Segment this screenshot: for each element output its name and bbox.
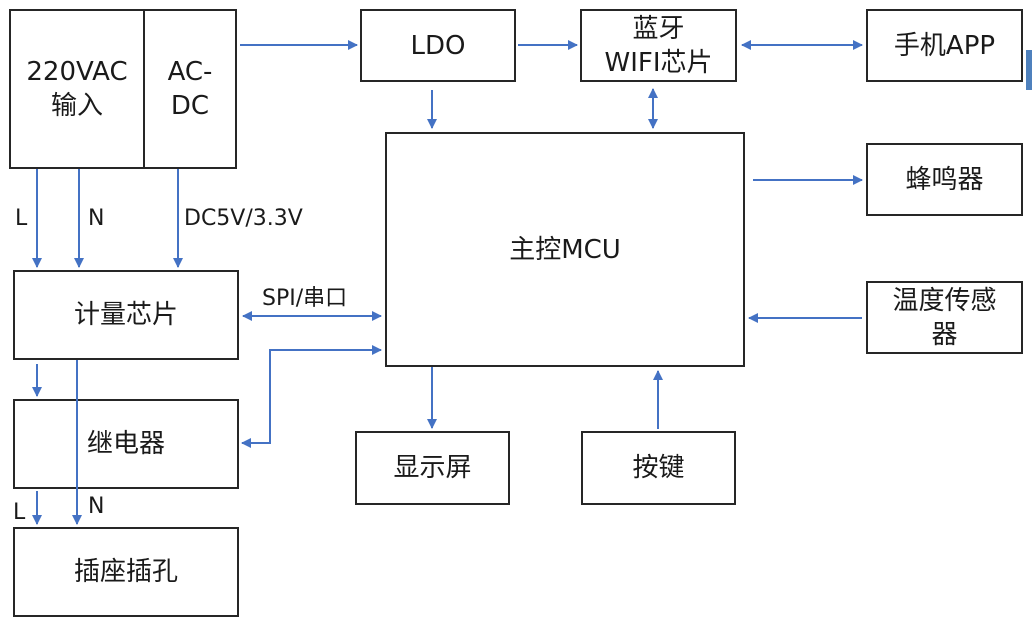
temp-sensor-block: 温度传感 器 xyxy=(866,281,1023,354)
buzzer-block: 蜂鸣器 xyxy=(866,143,1023,216)
keys-block: 按键 xyxy=(581,431,736,505)
display-block: 显示屏 xyxy=(355,431,510,505)
label-l-top: L xyxy=(15,206,28,231)
label-spi-uart: SPI/串口 xyxy=(262,286,348,311)
bt-wifi-block: 蓝牙 WIFI芯片 xyxy=(580,9,737,82)
mcu-block: 主控MCU xyxy=(385,132,745,367)
phone-app-block: 手机APP xyxy=(866,9,1023,82)
label-n-bottom: N xyxy=(88,494,105,519)
wire-mcu-to-relay xyxy=(241,345,382,448)
label-l-bottom: L xyxy=(13,500,26,525)
ac-input-block: 220VAC 输入 xyxy=(9,9,145,169)
label-dc-output: DC5V/3.3V xyxy=(184,206,303,231)
metering-chip-block: 计量芯片 xyxy=(13,270,239,360)
socket-block: 插座插孔 xyxy=(13,527,239,617)
label-n-top: N xyxy=(88,206,105,231)
relay-block: 继电器 xyxy=(13,399,239,489)
edge-decoration xyxy=(1026,50,1032,90)
ldo-block: LDO xyxy=(360,9,516,82)
ac-dc-block: AC- DC xyxy=(143,9,237,169)
